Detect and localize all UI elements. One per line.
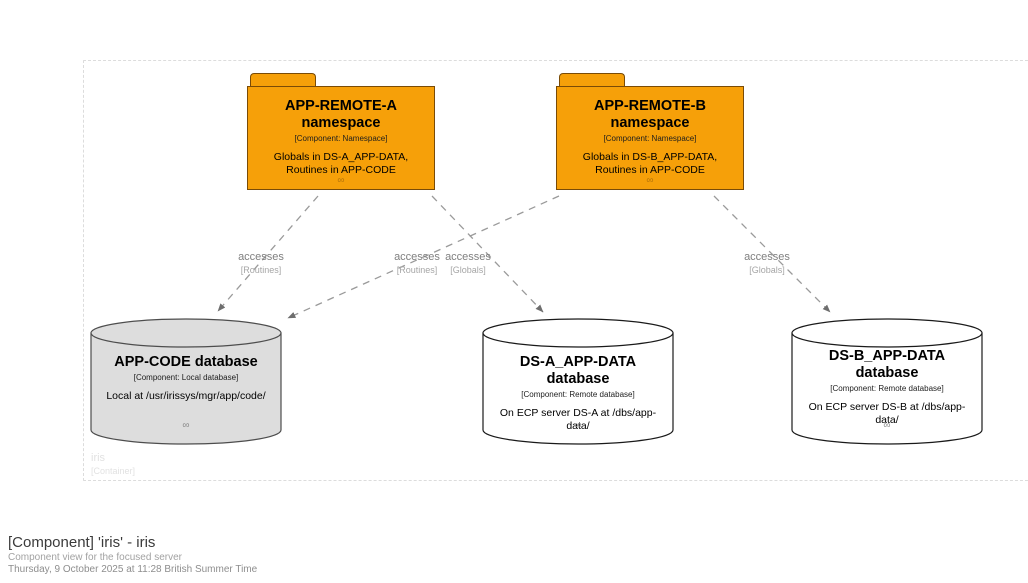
relationship-description: accesses	[445, 251, 491, 263]
relationship-description: accesses	[394, 251, 440, 263]
component-description: On ECP server DS-B at /dbs/app-data/	[808, 401, 966, 426]
component-type: [Component: Namespace]	[294, 134, 388, 143]
container-boundary-label: iris [Container]	[91, 452, 135, 478]
component-body: DS-B_APP-DATA database [Component: Remot…	[791, 318, 983, 445]
component-app-code-database[interactable]: APP-CODE database [Component: Local data…	[90, 318, 282, 445]
component-body: DS-A_APP-DATA database [Component: Remot…	[482, 318, 674, 445]
folder-tab-icon	[250, 73, 316, 89]
relationship-description: accesses	[238, 251, 284, 263]
container-boundary-name: iris	[91, 452, 106, 464]
relationship-technology: [Routines]	[396, 265, 438, 275]
infinity-icon: ∞	[574, 420, 582, 431]
folder-tab-icon	[559, 73, 625, 89]
relationship-label-b-to-app-code: accesses [Routines]	[361, 251, 473, 276]
component-body: APP-REMOTE-A namespace [Component: Names…	[247, 86, 435, 190]
component-description: Local at /usr/irissys/mgr/app/code/	[106, 390, 266, 402]
component-description: On ECP server DS-A at /dbs/app-data/	[499, 407, 657, 432]
component-description: Globals in DS-B_APP-DATA, Routines in AP…	[582, 151, 718, 176]
component-body: APP-REMOTE-B namespace [Component: Names…	[556, 86, 744, 190]
component-description: Globals in DS-A_APP-DATA, Routines in AP…	[273, 151, 409, 176]
relationship-label-a-to-app-code: accesses [Routines]	[205, 251, 317, 276]
cylinder-shape-icon	[482, 318, 674, 445]
component-title: APP-CODE database	[114, 354, 258, 370]
relationship-technology: [Globals]	[450, 265, 486, 275]
relationship-technology: [Globals]	[749, 265, 785, 275]
cylinder-shape-icon	[90, 318, 282, 445]
component-ds-b-app-data-database[interactable]: DS-B_APP-DATA database [Component: Remot…	[791, 318, 983, 445]
component-ds-a-app-data-database[interactable]: DS-A_APP-DATA database [Component: Remot…	[482, 318, 674, 445]
infinity-icon: ∞	[337, 175, 345, 186]
container-boundary-iris	[83, 60, 1028, 481]
relationship-technology: [Routines]	[240, 265, 282, 275]
component-body: APP-CODE database [Component: Local data…	[90, 318, 282, 445]
infinity-icon: ∞	[646, 175, 654, 186]
cylinder-shape-icon	[791, 318, 983, 445]
component-type: [Component: Local database]	[133, 373, 239, 382]
relationship-label-b-to-ds-b: accesses [Globals]	[711, 251, 823, 276]
infinity-icon: ∞	[883, 420, 891, 431]
component-title: DS-A_APP-DATA database	[519, 354, 637, 387]
component-title: APP-REMOTE-B namespace	[594, 98, 706, 131]
relationship-description: accesses	[744, 251, 790, 263]
infinity-icon: ∞	[182, 420, 190, 431]
diagram-title: [Component] 'iris' - iris	[8, 534, 156, 551]
component-type: [Component: Namespace]	[603, 134, 697, 143]
container-boundary-type: [Container]	[91, 466, 136, 476]
diagram-subtitle: Component view for the focused server	[8, 552, 182, 563]
component-type: [Component: Remote database]	[521, 390, 635, 399]
component-title: APP-REMOTE-A namespace	[285, 98, 397, 131]
relationship-label-a-to-ds-a: accesses [Globals]	[412, 251, 524, 276]
diagram-footer: [Component] 'iris' - iris Component view…	[8, 533, 257, 576]
diagram-timestamp: Thursday, 9 October 2025 at 11:28 Britis…	[8, 564, 258, 575]
component-type: [Component: Remote database]	[830, 384, 944, 393]
component-title: DS-B_APP-DATA database	[828, 348, 946, 381]
